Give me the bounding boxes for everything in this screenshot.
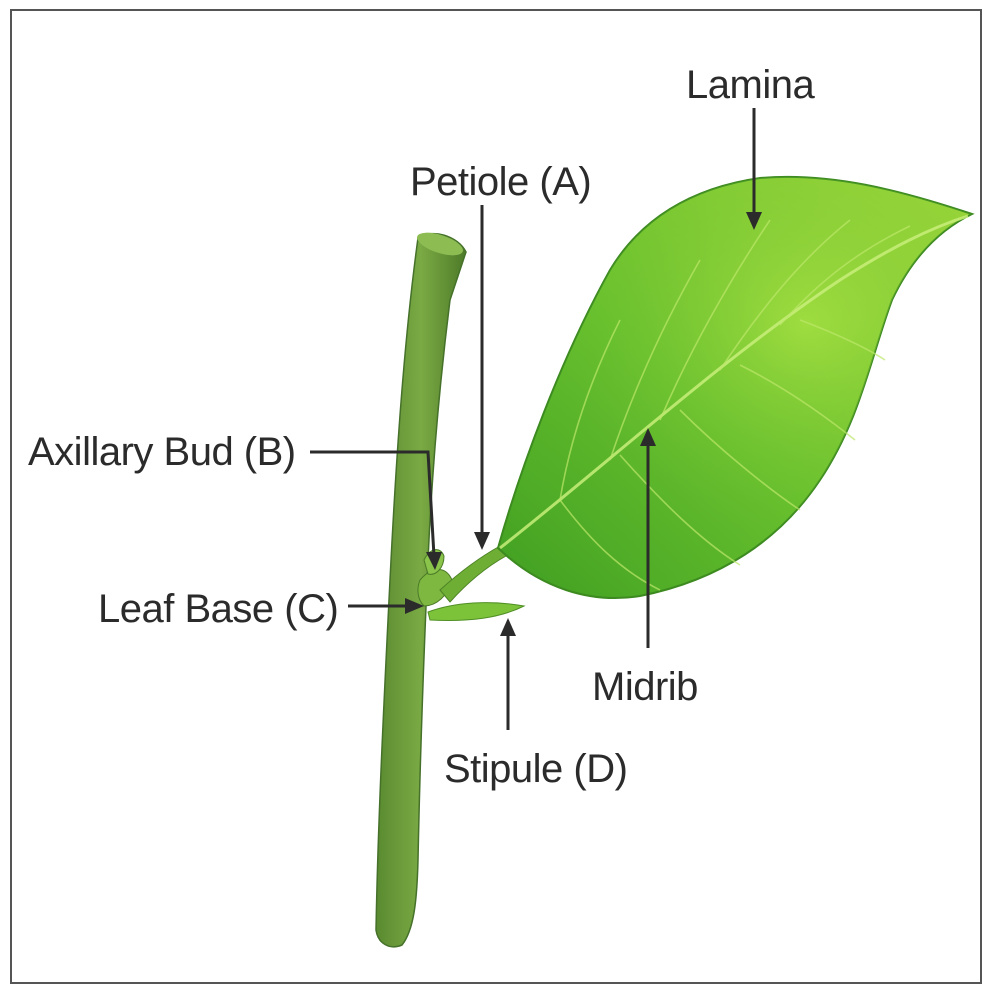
lamina-highlight: [498, 177, 972, 598]
lamina-label: Lamina: [686, 63, 815, 107]
leaf-base-label: Leaf Base (C): [98, 587, 338, 631]
petiole-pointer: [474, 205, 490, 550]
axillary-bud-label: Axillary Bud (B): [28, 430, 296, 474]
petiole-shape: [440, 546, 506, 602]
petiole-label: Petiole (A): [410, 160, 591, 204]
midrib-label: Midrib: [592, 665, 698, 709]
stipule-shape: [428, 603, 524, 621]
stipule-pointer: [500, 618, 516, 730]
stipule-label: Stipule (D): [444, 747, 627, 791]
